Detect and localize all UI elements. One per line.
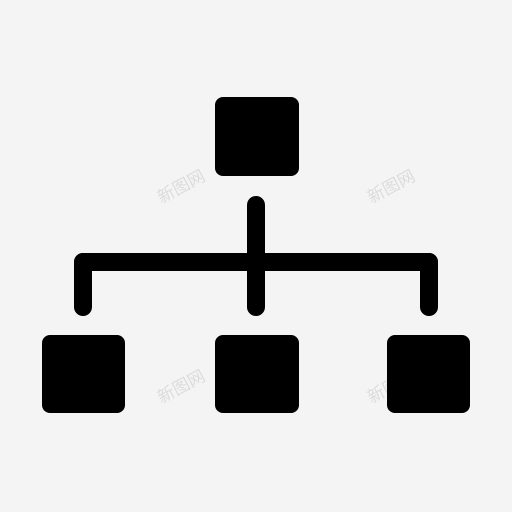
bottom-right-node-box xyxy=(387,335,470,413)
bottom-left-node-box xyxy=(42,335,125,413)
top-node-box xyxy=(215,97,299,176)
bottom-center-node-box xyxy=(215,335,299,413)
